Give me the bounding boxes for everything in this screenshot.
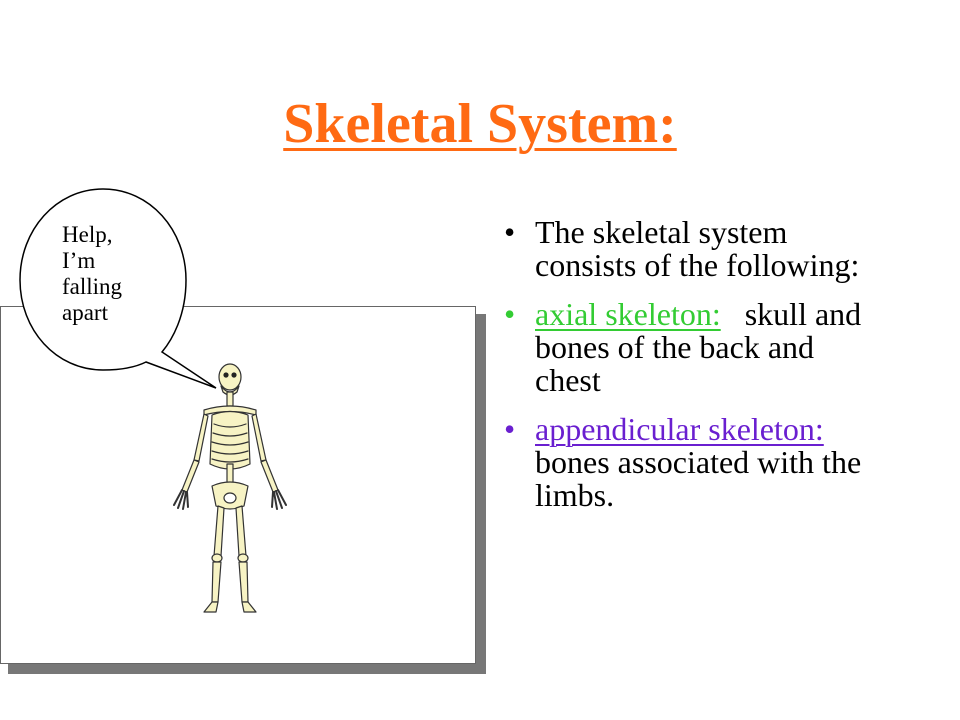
speech-bubble (19, 188, 217, 389)
term-appendicular-skeleton: appendicular skeleton: (535, 411, 824, 447)
bullet-dot-axial: • (504, 296, 516, 332)
bullet-list: • The skeletal system consists of the fo… (500, 216, 880, 528)
speech-line: apart (62, 300, 108, 325)
speech-line: falling (62, 274, 123, 299)
term-axial-skeleton: axial skeleton: (535, 296, 721, 332)
speech-line: Help, (62, 222, 113, 247)
bullet-text: skull and bones of the back and chest (535, 296, 862, 398)
speech-bubble-text: Help, I’m falling apart (62, 222, 162, 326)
bullet-item: • axial skeleton: skull and bones of the… (500, 298, 880, 397)
slide-title: Skeletal System: (283, 93, 677, 155)
speech-line: I’m (62, 248, 96, 273)
bullet-item: • The skeletal system consists of the fo… (500, 216, 880, 282)
skeleton-icon (173, 363, 287, 613)
bullet-text: bones associated with the limbs. (535, 444, 862, 513)
bullet-item: • appendicular skeleton: bones associate… (500, 413, 880, 512)
bullet-text: The skeletal system consists of the foll… (535, 214, 860, 283)
bullet-dot-appendicular: • (504, 411, 516, 447)
bullet-dot: • (504, 214, 516, 250)
